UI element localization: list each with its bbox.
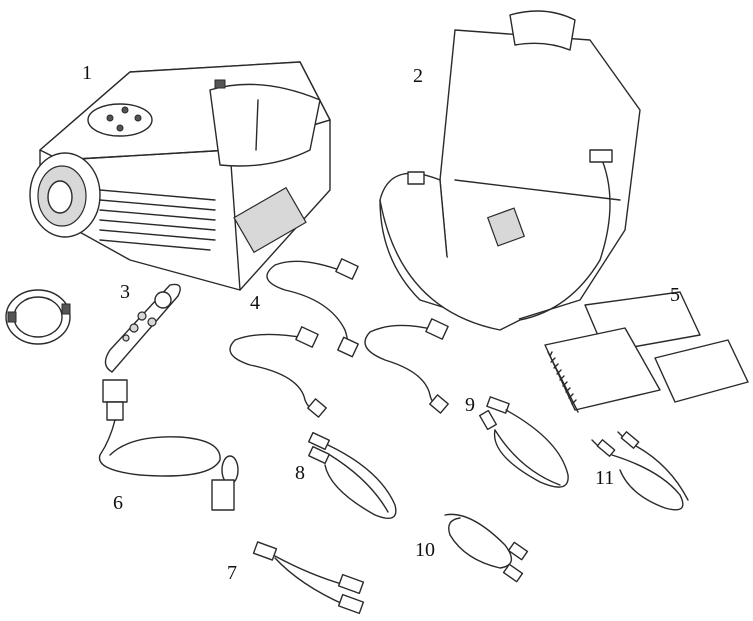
callout-label: 3: [120, 281, 130, 303]
callout-label: 9: [465, 394, 475, 416]
s-video-cable-icon: [444, 513, 529, 583]
composite-video-cable-icon: [478, 396, 569, 488]
callout-label: 8: [295, 462, 305, 484]
vga-cable-icon: [98, 379, 239, 511]
callout-label: 7: [227, 562, 237, 584]
projector-icon: [29, 61, 331, 291]
lens-cap-icon: [5, 289, 71, 345]
carrying-case-icon: [379, 10, 641, 331]
rca-audio-cable-icon: [308, 431, 397, 519]
remote-control-icon: [104, 283, 181, 373]
callout-label: 2: [413, 65, 423, 87]
callout-label: 4: [250, 292, 260, 314]
documentation-icon: [544, 291, 749, 413]
callout-label: 11: [595, 467, 615, 489]
mini-jack-audio-cable-icon: [591, 431, 689, 511]
y-adapter-cable-icon: [252, 541, 365, 615]
callout-label: 6: [113, 492, 123, 514]
callout-label: 5: [670, 284, 680, 306]
power-cords-icon: [229, 258, 449, 418]
callout-label: 10: [415, 539, 435, 561]
callout-label: 1: [82, 62, 92, 84]
